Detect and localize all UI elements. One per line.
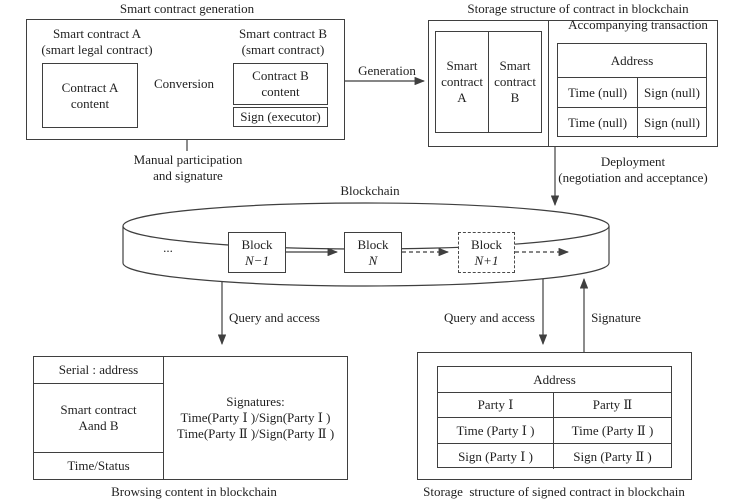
contract-a-content-box: Contract A content	[42, 63, 138, 128]
query-access-left-label: Query and access	[229, 310, 320, 325]
block-index: N	[368, 252, 378, 268]
signed-contract-table: Address Party Ⅰ Party Ⅱ Time (Party Ⅰ ) …	[437, 366, 672, 469]
table-cell-party-2: Party Ⅱ	[553, 393, 671, 418]
contract-b-heading: Smart contract B (smart contract)	[238, 26, 328, 57]
table-cell-time-party-2: Time (Party Ⅱ )	[553, 418, 671, 444]
signature-label: Signature	[591, 310, 641, 325]
accompanying-transaction-table: Address Time (null) Sign (null) Time (nu…	[557, 43, 707, 138]
block-n-minus-1: Block N−1	[228, 232, 286, 273]
browsing-table: Serial : address Smart contract Aand B T…	[33, 356, 348, 480]
blockchain-label: Blockchain	[340, 183, 400, 198]
browsing-signatures-cell: Signatures: Time(Party Ⅰ )/Sign(Party Ⅰ …	[176, 394, 335, 441]
block-n: Block N	[344, 232, 402, 273]
browsing-row-contract: Smart contract Aand B	[34, 384, 163, 453]
generation-arrow-label: Generation	[358, 63, 416, 78]
storage-panel-title: Storage structure of contract in blockch…	[467, 1, 689, 16]
conversion-label: Conversion	[154, 76, 214, 91]
browsing-row-serial: Serial : address	[34, 357, 163, 384]
block-label: Block	[357, 236, 389, 252]
browsing-row-time-status: Time/Status	[67, 458, 130, 474]
stored-contract-a-cell: Smart contract A	[441, 58, 483, 105]
contract-b-content-box: Contract B content	[233, 63, 328, 105]
blockchain-ellipsis: ...	[163, 240, 173, 255]
block-index: N−1	[245, 252, 269, 268]
accompanying-transaction-label: Accompanying transaction	[568, 17, 708, 32]
manual-participation-label: Manual participation and signature	[133, 152, 243, 183]
table-cell-sign-party-1: Sign (Party Ⅰ )	[458, 448, 533, 464]
table-cell-time-party-1: Time (Party Ⅰ )	[438, 418, 553, 444]
table-cell-time-null-2: Time (null)	[567, 115, 628, 131]
table-cell-sign-null-1: Sign (null)	[637, 78, 706, 108]
signed-contract-caption: Storage structure of signed contract in …	[423, 484, 685, 499]
block-label: Block	[470, 236, 503, 252]
contract-a-heading: Smart contract A (smart legal contract)	[41, 26, 153, 57]
block-label: Block	[241, 236, 273, 252]
block-index: N+1	[474, 252, 499, 268]
table-cell-sign-null-2: Sign (null)	[637, 108, 706, 138]
table-cell-sign-party-2: Sign (Party Ⅱ )	[553, 444, 671, 469]
query-access-right-label: Query and access	[444, 310, 535, 325]
block-n-plus-1: Block N+1	[458, 232, 515, 273]
deployment-label: Deployment (negotiation and acceptance)	[558, 154, 708, 185]
table-header-address: Address	[558, 44, 706, 78]
browsing-caption: Browsing content in blockchain	[111, 484, 277, 499]
table-cell-party-1: Party Ⅰ	[438, 393, 553, 418]
generation-panel-title: Smart contract generation	[119, 1, 255, 16]
contract-b-sign-box: Sign (executor)	[233, 107, 328, 127]
browsing-table-left-column: Serial : address Smart contract Aand B T…	[34, 357, 164, 479]
stored-contract-b-cell: Smart contract B	[488, 32, 541, 132]
table-header-address: Address	[438, 367, 671, 393]
stored-contracts-box: Smart contract A Smart contract B	[435, 31, 542, 133]
table-cell-time-null-1: Time (null)	[558, 78, 637, 108]
storage-panel-divider	[548, 21, 549, 146]
